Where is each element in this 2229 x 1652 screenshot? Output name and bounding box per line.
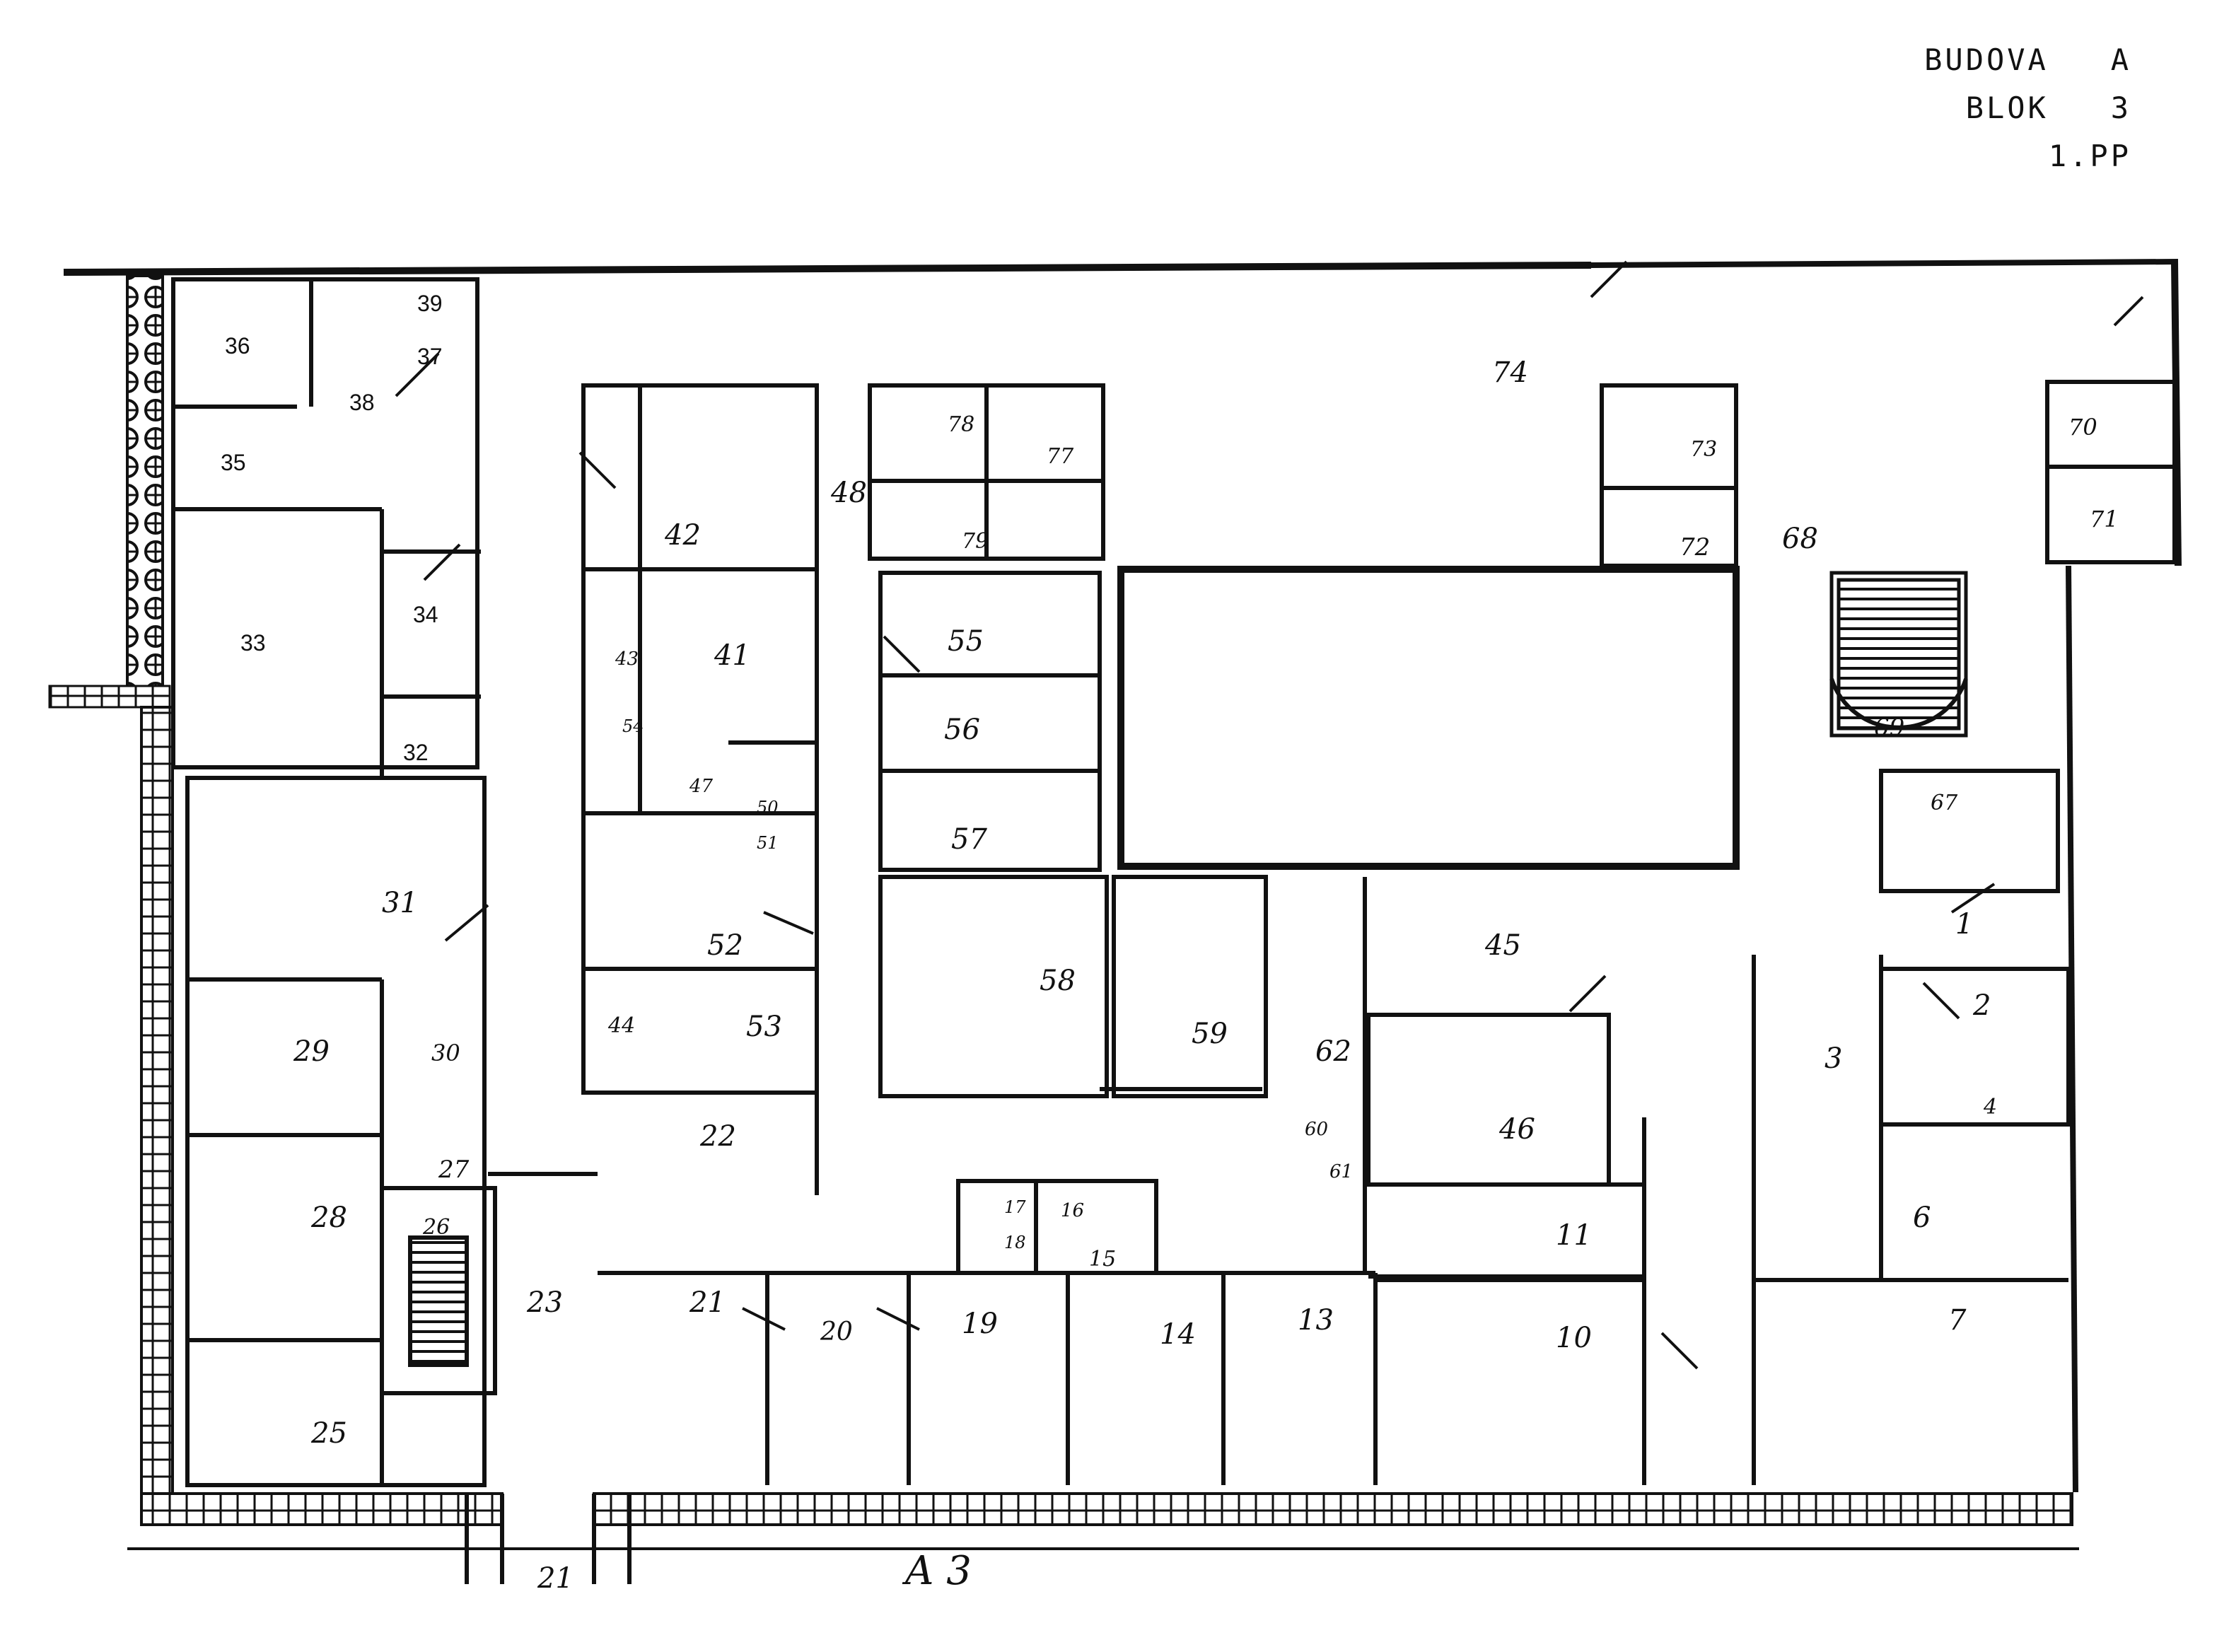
room-59: 59	[1192, 1018, 1228, 1050]
room-22: 22	[699, 1120, 736, 1153]
room-62: 62	[1315, 1035, 1351, 1068]
room-14: 14	[1160, 1318, 1196, 1351]
room-18: 18	[1004, 1233, 1026, 1252]
room-32: 32	[403, 740, 429, 765]
room-74: 74	[1492, 356, 1528, 389]
room-57: 57	[951, 823, 987, 856]
room-58: 58	[1040, 965, 1076, 997]
room-35: 35	[221, 450, 246, 475]
room-1: 1	[1955, 908, 1973, 941]
room-69: 69	[1874, 714, 1904, 742]
room-34: 34	[413, 602, 438, 627]
room-72: 72	[1680, 533, 1710, 562]
room-73: 73	[1690, 437, 1717, 462]
room-55: 55	[948, 625, 984, 658]
room-47: 47	[689, 776, 714, 797]
room-10: 10	[1556, 1322, 1592, 1354]
outer-walls	[48, 259, 2182, 1584]
room-79: 79	[962, 529, 989, 554]
room-36: 36	[225, 333, 250, 359]
room-48: 48	[830, 477, 867, 509]
room-29: 29	[293, 1035, 330, 1068]
room-21: 21	[689, 1286, 726, 1319]
room-27: 27	[438, 1156, 470, 1184]
room-19: 19	[962, 1308, 998, 1340]
room-68: 68	[1782, 523, 1818, 555]
door-swings	[395, 260, 2144, 1370]
room-39: 39	[417, 291, 443, 316]
room-17: 17	[1004, 1197, 1026, 1217]
room-28: 28	[310, 1202, 347, 1234]
room-13: 13	[1298, 1304, 1334, 1337]
room-30: 30	[431, 1040, 460, 1066]
room-42: 42	[664, 519, 701, 552]
room-33: 33	[240, 630, 266, 656]
room-77: 77	[1047, 444, 1074, 469]
room-52: 52	[707, 929, 743, 962]
room-46: 46	[1498, 1113, 1535, 1146]
room-53: 53	[746, 1011, 782, 1043]
room-6: 6	[1913, 1202, 1931, 1234]
room-51: 51	[757, 833, 779, 853]
room-26: 26	[422, 1215, 450, 1240]
room-7: 7	[1948, 1304, 1967, 1337]
room-60: 60	[1305, 1119, 1328, 1140]
room-45: 45	[1484, 929, 1521, 962]
room-15: 15	[1089, 1247, 1116, 1272]
room-43: 43	[615, 648, 639, 670]
bottom-label: 21	[537, 1562, 574, 1595]
room-41: 41	[714, 639, 750, 672]
room-54: 54	[622, 716, 644, 736]
interior-walls	[171, 277, 2177, 1487]
room-16: 16	[1061, 1200, 1084, 1221]
room-3: 3	[1824, 1042, 1842, 1075]
room-70: 70	[2068, 414, 2097, 441]
spiral-staircase	[1829, 571, 1968, 738]
room-56: 56	[944, 714, 980, 746]
header-building: BUDOVA A	[1924, 42, 2131, 77]
room-71: 71	[2090, 506, 2119, 533]
room-11: 11	[1556, 1219, 1592, 1252]
room-2: 2	[1972, 989, 1991, 1022]
printed-room-labels: 36 38 35 33 34 32 39 37	[221, 291, 443, 765]
room-37: 37	[417, 344, 443, 369]
room-61: 61	[1329, 1161, 1353, 1182]
room-4: 4	[1983, 1095, 1997, 1119]
room-38: 38	[349, 390, 375, 415]
room-31: 31	[382, 887, 418, 919]
header-floor: 1.PP	[2048, 139, 2131, 173]
section-label: A 3	[902, 1548, 972, 1594]
room-78: 78	[948, 412, 974, 437]
room-23: 23	[526, 1286, 563, 1319]
room-44: 44	[607, 1013, 635, 1038]
room-50: 50	[757, 798, 779, 818]
room-25: 25	[310, 1417, 347, 1450]
room-67: 67	[1931, 791, 1958, 815]
header-block: BLOK 3	[1965, 91, 2131, 125]
room-20: 20	[820, 1317, 853, 1346]
handwritten-room-labels: 74 42 41 48 78 77 79 55 56 57 58 59 62 5…	[293, 356, 2119, 1450]
